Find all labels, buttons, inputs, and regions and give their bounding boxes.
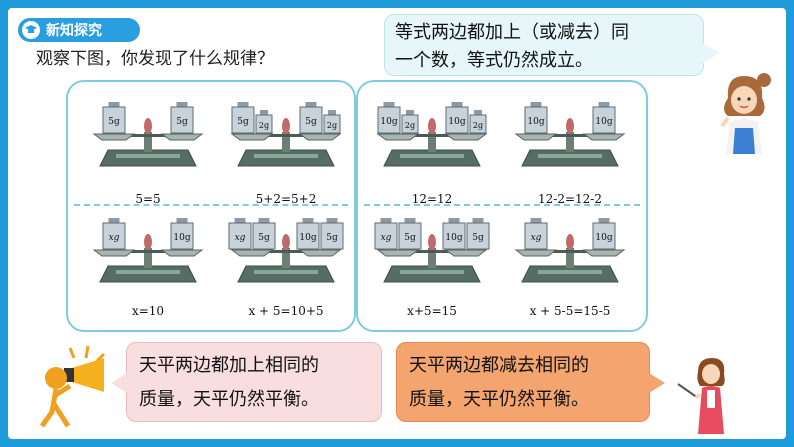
balance-scale: 5g 5g: [92, 102, 204, 167]
weight-block: 5g: [231, 102, 255, 134]
weight-label: xg: [381, 233, 392, 243]
balance-scale: xg 5g 10g 5g: [374, 218, 490, 283]
weight-block: 5g: [102, 102, 126, 134]
weight-label: 5g: [258, 233, 270, 243]
weight-label: xg: [235, 233, 246, 243]
weight-label: xg: [109, 233, 120, 243]
weight-label: 5g: [404, 233, 416, 243]
weight-block: 10g: [445, 102, 469, 134]
bubble-tail: [111, 373, 127, 393]
slide-canvas: 新知探究 观察下图，你发现了什么规律？ 等式两边都加上（或减去）同 一个数，等式…: [8, 8, 786, 439]
weight-block: 10g: [442, 218, 466, 250]
weight-block: 10g: [170, 218, 194, 250]
weight-label: 10g: [595, 233, 612, 243]
weight-block: xg: [228, 218, 252, 250]
weight-block: 5g: [320, 218, 344, 250]
weight-block: 5g: [299, 102, 323, 134]
weight-label: xg: [531, 233, 542, 243]
balance-scale: 10g 2g 10g 2g: [376, 102, 488, 167]
balance-scale: xg 10g: [92, 218, 204, 283]
weight-block: 5g: [466, 218, 490, 250]
weight-label: 2g: [327, 121, 337, 130]
weight-block: 5g: [252, 218, 276, 250]
bubble-tail: [649, 373, 665, 393]
speech-bubble-top: 等式两边都加上（或减去）同 一个数，等式仍然成立。: [384, 14, 719, 76]
weight-block: 2g: [255, 110, 273, 134]
weight-label: 5g: [305, 117, 317, 127]
speech-subtract-line-2: 质量，天平仍然平衡。: [409, 389, 589, 410]
weight-block: 5g: [398, 218, 422, 250]
section-title: 新知探究: [46, 23, 102, 39]
bubble-tail: [703, 43, 719, 63]
weight-block: xg: [102, 218, 126, 250]
weight-block: xg: [524, 218, 548, 250]
speech-add-line-2: 质量，天平仍然平衡。: [139, 389, 319, 410]
equation-label: x+5=15: [407, 304, 457, 318]
weight-block: 2g: [401, 110, 419, 134]
weight-block: 5g: [170, 102, 194, 134]
weight-block: xg: [374, 218, 398, 250]
weight-label: 5g: [176, 117, 188, 127]
weight-label: 5g: [326, 233, 338, 243]
speech-subtract-line-1: 天平两边都减去相同的: [409, 355, 589, 376]
weight-block: 10g: [377, 102, 401, 134]
equation-label: 5=5: [135, 192, 161, 206]
equation-label: x=10: [131, 304, 165, 318]
equation-label: 5+2=5+2: [255, 192, 317, 206]
teacher-pointer-illustration: [677, 358, 725, 434]
balance-scale: xg 10g: [514, 218, 626, 283]
weight-block: 10g: [296, 218, 320, 250]
section-tab: 新知探究: [18, 18, 140, 42]
balance-scale: 10g 10g: [514, 102, 626, 167]
weight-block: 10g: [524, 102, 548, 134]
equation-label: x + 5-5=15-5: [529, 304, 611, 318]
teacher-girl-illustration: [720, 73, 771, 154]
weight-label: 10g: [299, 233, 316, 243]
mortarboard-icon: [22, 21, 40, 39]
megaphone-figure-illustration: [39, 345, 106, 428]
panel-divider: [364, 204, 640, 206]
speech-bubble-add: 天平两边都加上相同的 质量，天平仍然平衡。: [111, 342, 382, 422]
speech-bubble-subtract: 天平两边都减去相同的 质量，天平仍然平衡。: [396, 342, 665, 422]
weight-label: 10g: [448, 117, 465, 127]
weight-label: 2g: [259, 121, 269, 130]
balance-scale: 5g 2g 5g 2g: [230, 102, 342, 167]
weight-label: 5g: [472, 233, 484, 243]
weight-label: 5g: [108, 117, 120, 127]
panel-divider: [74, 204, 348, 206]
weight-label: 2g: [473, 121, 483, 130]
weight-block: 10g: [592, 218, 616, 250]
weight-label: 10g: [380, 117, 397, 127]
weight-label: 10g: [527, 117, 544, 127]
weight-label: 10g: [595, 117, 612, 127]
weight-label: 5g: [237, 117, 249, 127]
weight-block: 2g: [323, 110, 341, 134]
speech-top-line-1: 等式两边都加上（或减去）同: [395, 22, 629, 43]
weight-label: 10g: [445, 233, 462, 243]
equation-label: x + 5=10+5: [248, 304, 324, 318]
instruction-text: 观察下图，你发现了什么规律？: [36, 49, 274, 69]
weight-label: 2g: [405, 121, 415, 130]
balance-scale: xg 5g 10g 5g: [228, 218, 344, 283]
equation-label: 12=12: [411, 192, 453, 206]
weight-block: 2g: [469, 110, 487, 134]
equation-label: 12-2=12-2: [538, 192, 602, 206]
weight-block: 10g: [592, 102, 616, 134]
speech-add-line-1: 天平两边都加上相同的: [139, 355, 319, 376]
speech-top-line-2: 一个数，等式仍然成立。: [395, 50, 593, 71]
weight-label: 10g: [173, 233, 190, 243]
